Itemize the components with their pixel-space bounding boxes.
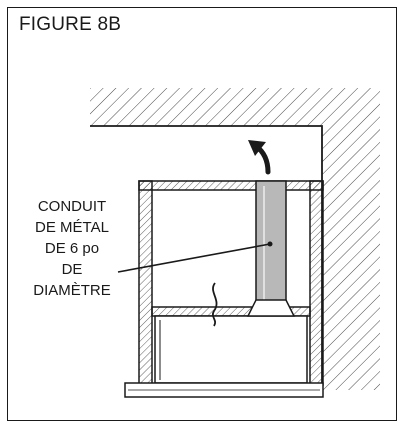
duct-callout-label: CONDUIT DE MÉTAL DE 6 po DE DIAMÈTRE [14, 196, 130, 301]
callout-line-1: CONDUIT [37, 198, 107, 215]
callout-line-4: DE [61, 261, 83, 278]
range-hood [124, 315, 324, 398]
metal-duct [246, 180, 296, 317]
curved-arrow-up-icon [248, 140, 271, 175]
callout-line-5: DIAMÈTRE [33, 282, 111, 299]
callout-line-3: DE 6 po [44, 240, 100, 257]
figure-title: FIGURE 8B [19, 14, 122, 35]
callout-leader-line [117, 243, 271, 273]
power-cord [211, 282, 218, 327]
callout-line-2: DE MÉTAL [35, 219, 109, 236]
